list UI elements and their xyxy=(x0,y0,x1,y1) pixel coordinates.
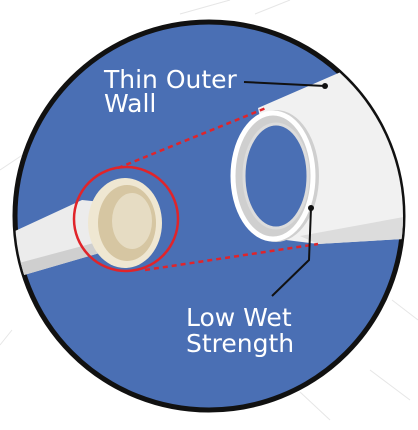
label-thin-outer-wall-line1: Thin Outer xyxy=(103,65,238,94)
background-sketch-lines xyxy=(0,0,418,421)
label-low-wet-strength-line2: Strength xyxy=(186,329,294,358)
label-low-wet-strength: Low Wet Strength xyxy=(186,303,300,358)
highlight-ring xyxy=(72,165,180,273)
leader-lines xyxy=(243,81,326,297)
small-pipe-end xyxy=(88,178,162,268)
projection-lines xyxy=(117,106,319,272)
label-thin-outer-wall: Thin Outer Wall xyxy=(103,65,245,118)
leader-dot-top xyxy=(322,83,328,89)
magnified-pipe-end xyxy=(230,110,319,242)
label-thin-outer-wall-line2: Wall xyxy=(104,89,156,118)
label-low-wet-strength-line1: Low Wet xyxy=(186,303,292,332)
leader-dot-bottom xyxy=(308,205,314,211)
magnified-pipe-shadow xyxy=(300,214,403,244)
